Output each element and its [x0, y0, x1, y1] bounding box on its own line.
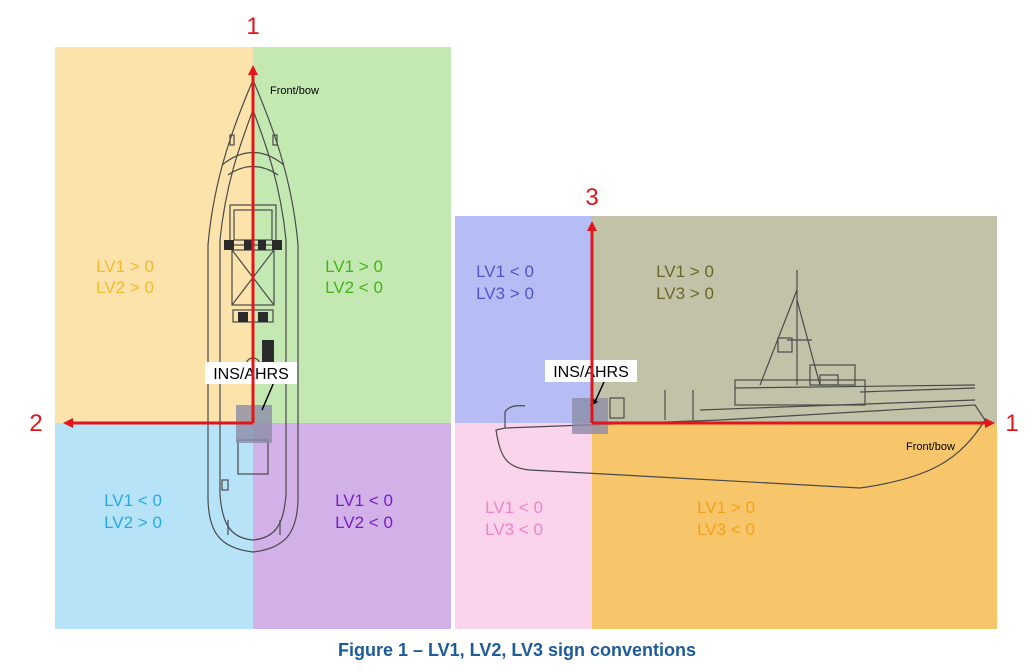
ins-label-box-top — [205, 362, 297, 384]
quad-bl-line1: LV1 < 0 — [104, 491, 162, 510]
boat-top-details — [224, 240, 282, 362]
side-quad-tl-line1: LV1 < 0 — [476, 262, 534, 281]
quad-tr-line1: LV1 > 0 — [325, 257, 383, 276]
axis-2-label-top: 2 — [29, 410, 42, 437]
figure-caption: Figure 1 – LV1, LV2, LV3 sign convention… — [337, 640, 697, 660]
quad-tl-line2: LV2 > 0 — [96, 278, 154, 297]
top-view: INS/AHRS 1 2 Front/bow LV1 > 0 LV2 > 0 L… — [29, 13, 451, 629]
quad-br-line1: LV1 < 0 — [335, 491, 393, 510]
ins-pointer-side — [593, 381, 605, 405]
side-quadrant-top-left — [455, 216, 592, 423]
side-view: INS/AHRS 3 1 Front/bow LV1 < 0 LV3 > 0 L… — [455, 184, 1019, 629]
side-quad-tr-line2: LV3 > 0 — [656, 284, 714, 303]
front-bow-label-top: Front/bow — [270, 85, 319, 97]
quad-tl-line1: LV1 > 0 — [96, 257, 154, 276]
axis-1-label-top: 1 — [246, 13, 259, 40]
axis-3-label-side: 3 — [585, 184, 598, 211]
ins-pointer-top — [261, 381, 275, 411]
ins-label-top: INS/AHRS — [213, 366, 289, 383]
side-quad-tr-line1: LV1 > 0 — [656, 262, 714, 281]
side-quadrant-top-right — [592, 216, 997, 423]
axis-1-label-side: 1 — [1005, 410, 1018, 437]
quad-bl-line2: LV2 > 0 — [104, 513, 162, 532]
side-quad-bl-line1: LV1 < 0 — [485, 498, 543, 517]
side-quadrant-bottom-left — [455, 423, 592, 629]
ins-ahrs-sensor-side — [572, 398, 608, 434]
side-quadrant-bottom-right — [592, 423, 997, 629]
quad-tr-line2: LV2 < 0 — [325, 278, 383, 297]
quad-br-line2: LV2 < 0 — [335, 513, 393, 532]
front-bow-label-side: Front/bow — [906, 441, 955, 453]
side-quad-bl-line2: LV3 < 0 — [485, 520, 543, 539]
side-quad-br-line1: LV1 > 0 — [697, 498, 755, 517]
sign-convention-diagram: INS/AHRS 1 2 Front/bow LV1 > 0 LV2 > 0 L… — [29, 13, 1019, 629]
side-quad-tl-line2: LV3 > 0 — [476, 284, 534, 303]
side-quad-br-line2: LV3 < 0 — [697, 520, 755, 539]
